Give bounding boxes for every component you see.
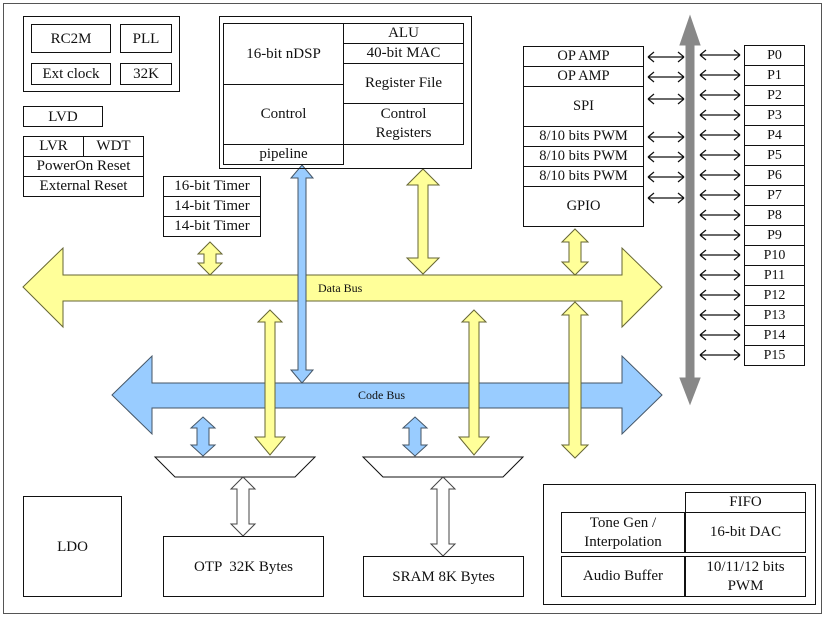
fifo-block: FIFO — [685, 492, 806, 513]
sram-mux-memory-arrow — [429, 476, 457, 557]
port-p0: P0 — [744, 45, 805, 66]
io-port-arrow — [699, 69, 741, 81]
io-port-arrow — [699, 229, 741, 241]
mac-block: 40-bit MAC — [343, 43, 464, 64]
port-p15: P15 — [744, 345, 805, 366]
audio-group — [543, 484, 816, 605]
dac-block: 16-bit DAC — [685, 512, 806, 553]
code-bus-otp-arrow — [189, 416, 217, 457]
peripheral-io-arrow — [647, 192, 685, 204]
code-bus-arrow — [111, 354, 663, 436]
timer-16bit: 16-bit Timer — [163, 176, 261, 197]
otp-mux — [153, 456, 317, 478]
io-port-arrow — [699, 349, 741, 361]
code-bus-sram-arrow — [401, 416, 429, 457]
io-port-arrow — [699, 89, 741, 101]
port-p10: P10 — [744, 245, 805, 266]
clock-group — [23, 16, 180, 92]
port-p4: P4 — [744, 125, 805, 146]
port-p1: P1 — [744, 65, 805, 86]
peripheral-io-arrow — [647, 51, 685, 63]
io-port-arrow — [699, 269, 741, 281]
peripheral-io-arrow — [647, 171, 685, 183]
io-port-arrow — [699, 289, 741, 301]
timer-14bit-2: 14-bit Timer — [163, 216, 261, 237]
io-port-arrow — [699, 209, 741, 221]
data-bus-label: Data Bus — [318, 281, 363, 295]
pll-block: PLL — [120, 24, 172, 53]
peripheral-io-arrow — [647, 71, 685, 83]
io-port-arrow — [699, 109, 741, 121]
tone-gen-block: Tone Gen / Interpolation — [561, 512, 685, 553]
audio-pwm-block: 10/11/12 bits PWM — [685, 556, 806, 597]
sram-memory-block: SRAM 8K Bytes — [363, 556, 524, 597]
poweron-reset-block: PowerOn Reset — [23, 156, 144, 177]
control-block: Control — [223, 84, 344, 145]
lvd-block: LVD — [23, 106, 103, 127]
data-bus-otp-arrow — [253, 309, 287, 456]
peripheral-io-arrow — [647, 131, 685, 143]
timer-14bit-1: 14-bit Timer — [163, 196, 261, 217]
spi-block: SPI — [523, 86, 644, 127]
io-port-arrow — [699, 329, 741, 341]
io-bus-arrow — [679, 14, 701, 406]
peripheral-data-bus-arrow — [560, 228, 590, 276]
control-registers-block: Control Registers — [343, 103, 464, 145]
cpu-data-bus-arrow — [405, 168, 441, 275]
wdt-block: WDT — [83, 136, 144, 157]
io-port-arrow — [699, 309, 741, 321]
port-p9: P9 — [744, 225, 805, 246]
rc2m-block: RC2M — [31, 24, 111, 53]
port-p6: P6 — [744, 165, 805, 186]
audio-buffer-block: Audio Buffer — [561, 556, 685, 597]
op-amp-2: OP AMP — [523, 66, 644, 87]
port-p8: P8 — [744, 205, 805, 226]
io-port-arrow — [699, 249, 741, 261]
port-p7: P7 — [744, 185, 805, 206]
io-port-arrow — [699, 129, 741, 141]
op-amp-1: OP AMP — [523, 46, 644, 67]
alu-block: ALU — [343, 23, 464, 44]
ldo-block: LDO — [23, 496, 122, 597]
pwm-2: 8/10 bits PWM — [523, 146, 644, 167]
peripheral-io-arrow — [647, 151, 685, 163]
io-port-arrow — [699, 189, 741, 201]
gpio-block: GPIO — [523, 186, 644, 227]
port-p5: P5 — [744, 145, 805, 166]
otp-mux-memory-arrow — [229, 476, 257, 537]
ndsp-block: 16-bit nDSP — [223, 23, 344, 85]
diagram-frame — [3, 3, 822, 614]
ext-clock-block: Ext clock — [31, 63, 111, 85]
pwm-1: 8/10 bits PWM — [523, 126, 644, 147]
32k-block: 32K — [120, 63, 172, 85]
sram-mux — [361, 456, 525, 478]
io-port-arrow — [699, 49, 741, 61]
cpu-code-bus-arrow — [289, 164, 315, 384]
peripheral-io-arrow — [647, 93, 685, 105]
port-p13: P13 — [744, 305, 805, 326]
io-port-arrow — [699, 149, 741, 161]
data-bus-sram-arrow — [457, 309, 491, 456]
otp-memory-block: OTP 32K Bytes — [163, 536, 324, 597]
io-port-arrow — [699, 169, 741, 181]
port-p11: P11 — [744, 265, 805, 286]
timer-data-bus-arrow — [196, 241, 224, 276]
external-reset-block: External Reset — [23, 176, 144, 197]
register-file-block: Register File — [343, 63, 464, 104]
lvr-block: LVR — [23, 136, 84, 157]
port-p2: P2 — [744, 85, 805, 106]
port-p12: P12 — [744, 285, 805, 306]
data-bus-audio-arrow — [560, 301, 590, 459]
code-bus-label: Code Bus — [358, 388, 406, 402]
cpu-group — [219, 16, 472, 169]
port-p14: P14 — [744, 325, 805, 346]
data-bus-arrow — [22, 246, 663, 329]
pwm-3: 8/10 bits PWM — [523, 166, 644, 187]
pipeline-block: pipeline — [223, 144, 344, 165]
port-p3: P3 — [744, 105, 805, 126]
